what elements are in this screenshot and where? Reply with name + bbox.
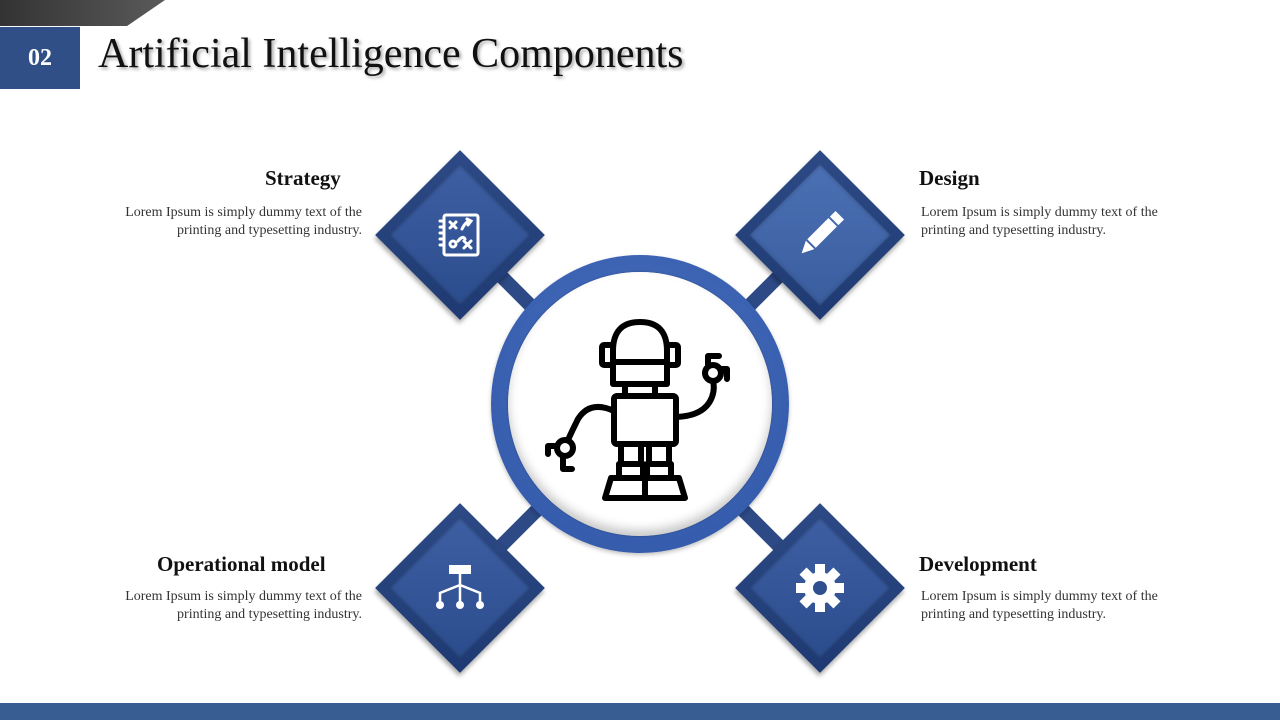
strategy-board-icon xyxy=(438,213,480,257)
heading-design: Design xyxy=(919,166,980,190)
gear-icon xyxy=(796,564,844,612)
bottom-bar xyxy=(0,703,1280,720)
diamond-strategy xyxy=(375,150,545,320)
hierarchy-icon xyxy=(436,565,484,609)
diamond-development xyxy=(735,503,905,673)
center-circle xyxy=(508,272,772,536)
pencil-icon xyxy=(801,210,845,254)
desc-strategy: Lorem Ipsum is simply dummy text of the … xyxy=(125,205,362,238)
center-ring xyxy=(491,255,789,553)
slide-number-badge: 02 xyxy=(0,27,80,89)
diamond-design xyxy=(735,150,905,320)
desc-operational-model: Lorem Ipsum is simply dummy text of the … xyxy=(125,589,362,622)
heading-operational-model: Operational model xyxy=(157,552,326,576)
diamond-operational-model xyxy=(375,503,545,673)
robot-icon xyxy=(545,319,730,501)
heading-development: Development xyxy=(919,552,1037,576)
desc-design: Lorem Ipsum is simply dummy text of the … xyxy=(921,205,1158,238)
slide-title: Artificial Intelligence Components xyxy=(98,31,684,77)
heading-strategy: Strategy xyxy=(265,166,341,190)
desc-development: Lorem Ipsum is simply dummy text of the … xyxy=(921,589,1158,622)
